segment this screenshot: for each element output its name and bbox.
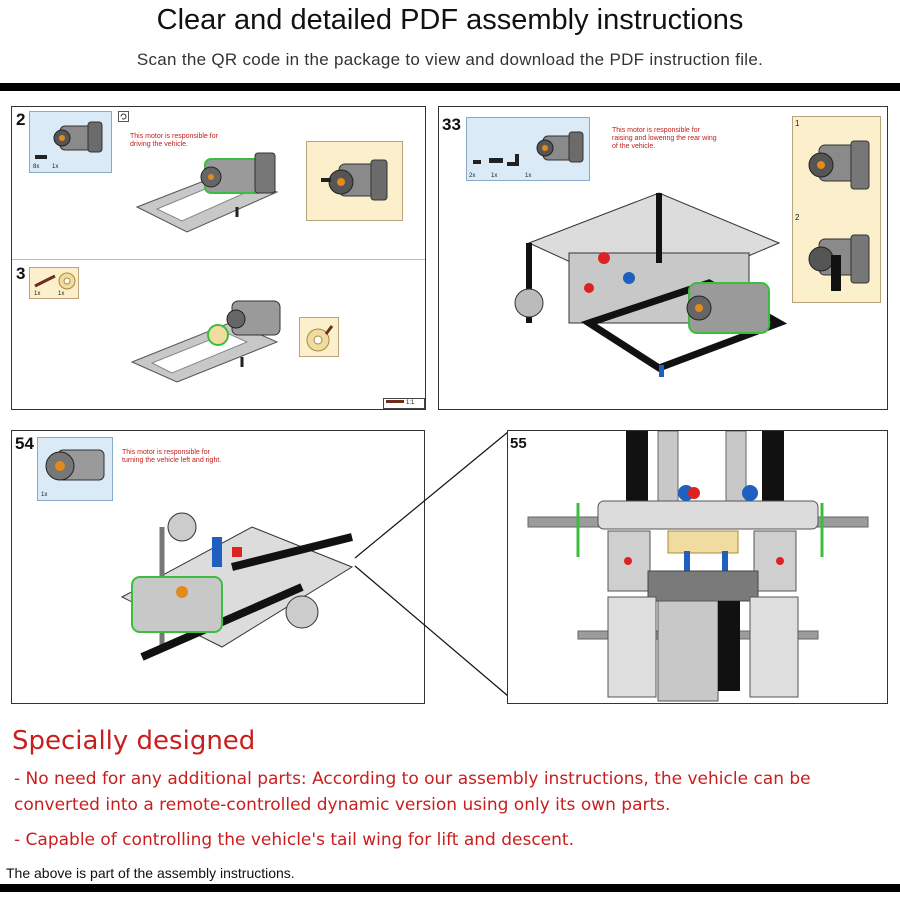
parts-callout: 1x xyxy=(37,437,113,501)
sub-step-number: 1 xyxy=(795,119,800,128)
feature-bullet: - No need for any additional parts: Acco… xyxy=(14,769,811,815)
step-number: 2 xyxy=(16,110,26,129)
step-number: 55 xyxy=(510,435,527,452)
gear-detail-icon xyxy=(306,325,334,352)
part-qty: 1x xyxy=(491,173,498,179)
beam-part-icon xyxy=(473,154,519,166)
part-qty: 8x xyxy=(33,164,40,170)
part-qty: 1x xyxy=(41,492,48,498)
features-heading: Specially designed xyxy=(12,726,256,756)
part-qty: 1x xyxy=(52,164,59,170)
pin-part-icon xyxy=(35,155,47,159)
footer-note: The above is part of the assembly instru… xyxy=(6,865,295,881)
motor-part-icon xyxy=(53,121,103,153)
sub-step-number: 2 xyxy=(795,213,800,222)
motor-detail-icon xyxy=(321,159,388,201)
step-divider xyxy=(12,259,425,260)
parts-callout: 8x 1x xyxy=(29,111,112,173)
panel-step-33: 33 2x 1x 1x This motor is responsible fo… xyxy=(438,106,888,410)
header-divider xyxy=(0,83,900,91)
chassis-assembly-illustration xyxy=(135,152,279,233)
detail-subbox xyxy=(306,141,403,221)
axle-part-icon xyxy=(34,274,56,288)
part-qty: 1x xyxy=(525,173,532,179)
panel-step-55: 55 xyxy=(507,430,888,704)
feature-bullet: - Capable of controlling the vehicle's t… xyxy=(14,830,574,850)
chassis-gear-illustration xyxy=(130,300,281,383)
part-qty: 2x xyxy=(469,173,476,179)
steering-closeup-illustration xyxy=(527,431,869,702)
vehicle-frame-illustration xyxy=(514,192,788,377)
motor-substep-icon xyxy=(808,234,870,291)
motor-note: This motor is responsible for turning th… xyxy=(122,449,222,464)
motor-substep-icon xyxy=(808,140,870,190)
page-title: Clear and detailed PDF assembly instruct… xyxy=(156,4,744,36)
part-qty: 1x xyxy=(34,291,41,297)
gear-part-icon xyxy=(58,272,76,290)
motor-part-icon xyxy=(536,131,584,163)
step-number: 54 xyxy=(15,434,34,453)
part-qty: 1x xyxy=(58,291,65,297)
scale-indicator: 1:1 xyxy=(383,398,425,409)
steering-assembly-illustration xyxy=(120,512,354,661)
refresh-icon xyxy=(118,111,129,122)
sub-step-box: 1 2 xyxy=(792,116,881,303)
motor-note: This motor is responsible for raising an… xyxy=(612,127,717,150)
motor-part-icon xyxy=(45,449,105,481)
step-number: 3 xyxy=(16,264,26,283)
motor-note: This motor is responsible for driving th… xyxy=(130,133,218,148)
page-subtitle: Scan the QR code in the package to view … xyxy=(136,50,764,69)
step-number: 33 xyxy=(442,115,461,134)
parts-callout: 1x 1x xyxy=(29,267,79,299)
scale-label: 1:1 xyxy=(406,400,415,406)
parts-callout: 2x 1x 1x xyxy=(466,117,590,181)
panel-steps-2-3: 2 8x 1x This motor is responsible for dr… xyxy=(11,106,426,410)
detail-subbox xyxy=(299,317,339,357)
footer-divider xyxy=(0,884,900,892)
